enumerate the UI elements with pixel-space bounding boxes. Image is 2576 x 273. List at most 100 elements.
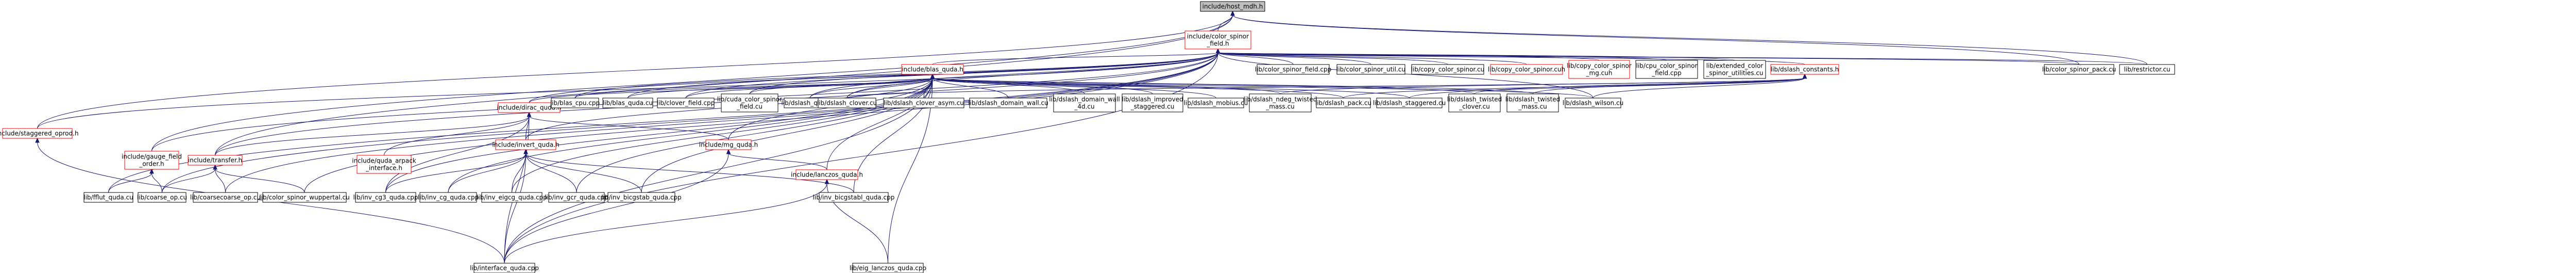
graph-node-transfer-h[interactable]: include/transfer.h — [188, 155, 243, 166]
nodes-layer: include/host_mdh.h include/color_spinor_f… — [0, 1, 2175, 273]
graph-node-label: include/mg_quda.h — [699, 141, 758, 149]
include-edge-interface_quda-to-dirac_quda — [504, 111, 532, 264]
graph-node-label: lib/inv_bicgstabl_quda.cpp — [813, 194, 895, 201]
include-edge-inv_bicgstab-to-blas_quda — [641, 73, 935, 193]
graph-node-label: lib/dslash_staggered.cu — [1373, 100, 1446, 107]
graph-node-label: lib/eig_lanczos_quda.cpp — [850, 265, 926, 272]
graph-node-label: lib/interface_quda.cpp — [470, 265, 539, 272]
include-edge-interface_quda-to-invert_quda — [504, 149, 528, 264]
graph-node-label: lib/blas_cpu.cpp — [550, 100, 600, 107]
graph-node-copy-cs-mg[interactable]: lib/copy_color_spinor_mg.cuh — [1567, 60, 1632, 79]
include-edge-inv_gcr-to-blas_quda — [576, 73, 935, 193]
graph-node-label: lib/dslash_clover.cu — [817, 100, 877, 107]
graph-node-cs-wuppertal[interactable]: lib/color_spinor_wuppertal.cu — [259, 192, 350, 203]
graph-node-inv-cg[interactable]: lib/inv_cg_quda.cpp — [418, 192, 479, 203]
graph-node-label: include/lanczos_quda.h — [791, 171, 863, 179]
edges-layer — [35, 10, 2147, 264]
graph-node-label: _4d.cu — [1074, 103, 1094, 110]
graph-node-label: lib/color_spinor_field.cpp — [1255, 66, 1332, 73]
graph-node-dslash-ndeg[interactable]: lib/dslash_ndeg_twisted_mass.cu — [1244, 93, 1317, 113]
graph-node-dslash-pack[interactable]: lib/dslash_pack.cu — [1315, 98, 1371, 108]
graph-node-label: include/staggered_oprod.h — [0, 130, 79, 137]
include-edge-staggered_oprod-to-color_spinor_field — [37, 48, 1221, 129]
graph-node-gauge-field-order[interactable]: include/gauge_field_order.h — [122, 151, 182, 170]
graph-node-label: lib/dslash_pack.cu — [1315, 100, 1371, 107]
graph-node-label: include/invert_quda.h — [492, 141, 559, 149]
graph-node-dslash-clover[interactable]: lib/dslash_clover.cu — [817, 98, 877, 108]
graph-node-label: lib/inv_bicgstab_quda.cpp — [601, 194, 681, 201]
graph-node-label: lib/dslash_improved — [1122, 96, 1183, 103]
graph-node-staggered-oprod[interactable]: include/staggered_oprod.h — [0, 128, 79, 139]
graph-node-restrictor[interactable]: lib/restrictor.cu — [2119, 64, 2175, 75]
graph-node-invert-quda[interactable]: include/invert_quda.h — [492, 139, 560, 150]
graph-node-dslash-mobius[interactable]: lib/dslash_mobius.cu — [1184, 98, 1248, 108]
graph-node-dslash-domain-wall-4d[interactable]: lib/dslash_domain_wall_4d.cu — [1049, 93, 1120, 113]
graph-node-label: lib/inv_eigcg_quda.cpp — [477, 194, 547, 201]
graph-node-dslash-domain-wall[interactable]: lib/dslash_domain_wall.cu — [968, 98, 1048, 108]
graph-node-label: _mass.cu — [1265, 103, 1295, 110]
graph-node-blkeig[interactable]: lib/eig_lanczos_quda.cpp — [850, 263, 926, 273]
graph-node-coarse-op[interactable]: lib/coarse_op.cu — [137, 192, 187, 203]
graph-node-host-mdh: include/host_mdh.h — [1200, 1, 1265, 12]
graph-node-label: lib/clover_field.cpp — [657, 100, 715, 107]
graph-node-extended-cs[interactable]: lib/extended_color_spinor_utilities.cu — [1703, 60, 1766, 79]
graph-node-coarsecoarse[interactable]: lib/coarsecoarse_op.cu — [190, 192, 261, 203]
graph-node-interface-quda[interactable]: lib/interface_quda.cpp — [470, 263, 539, 273]
graph-node-cpu-cs-field[interactable]: lib/cpu_color_spinor_field.cpp — [1635, 60, 1698, 79]
graph-node-cs-pack[interactable]: lib/color_spinor_pack.cu — [2042, 64, 2116, 75]
graph-node-blas-quda[interactable]: include/blas_quda.h — [901, 64, 964, 75]
graph-node-label: _interface.h — [365, 165, 402, 172]
include-edge-restrictor-to-host_mdh — [1230, 10, 2147, 65]
graph-node-dslash-constants[interactable]: lib/dslash_constants.h — [1770, 64, 1839, 75]
graph-node-label: _clover.cu — [1459, 103, 1490, 110]
graph-node-label: lib/dslash_twisted — [1447, 96, 1502, 103]
graph-node-label: lib/dslash_twisted — [1505, 96, 1561, 103]
graph-node-dslash-tw-clover[interactable]: lib/dslash_twisted_clover.cu — [1447, 93, 1502, 113]
graph-node-copy-cs-cuh[interactable]: lib/copy_color_spinor.cuh — [1488, 64, 1565, 75]
graph-node-cs-field-cpp[interactable]: lib/color_spinor_field.cpp — [1255, 64, 1332, 75]
graph-node-dslash-wilson[interactable]: lib/dslash_wilson.cu — [1563, 98, 1623, 108]
graph-node-dslash-improved[interactable]: lib/dslash_improved_staggered.cu — [1122, 93, 1183, 113]
graph-node-inv-eigcg[interactable]: lib/inv_eigcg_quda.cpp — [477, 192, 547, 203]
graph-node-inv-bicgstab[interactable]: lib/inv_bicgstab_quda.cpp — [601, 192, 682, 203]
graph-node-qudaalpaka[interactable]: include/quda_arpack_interface.h — [352, 155, 416, 174]
graph-node-label: lib/dslash_ndeg_twisted — [1244, 96, 1317, 103]
include-edge-fflut_quda-to-color_spinor_field — [108, 48, 1221, 193]
graph-node-inv-cg3[interactable]: lib/inv_cg3_quda.cpp — [353, 192, 418, 203]
graph-node-cuda-cs-field[interactable]: lib/cuda_color_spinor_field.cu — [717, 93, 782, 113]
graph-node-label: include/transfer.h — [188, 157, 242, 164]
graph-node-label: include/color_spinor — [1187, 33, 1249, 40]
graph-node-label: include/host_mdh.h — [1202, 3, 1263, 10]
graph-node-label: lib/copy_color_spinor — [1567, 62, 1632, 70]
graph-node-cs-util[interactable]: lib/color_spinor_util.cu — [1336, 64, 1405, 75]
graph-node-copy-cs-cu[interactable]: lib/copy_color_spinor.cu — [1411, 64, 1485, 75]
graph-node-label: lib/dslash_mobius.cu — [1184, 100, 1248, 107]
graph-node-inv-gcr[interactable]: lib/inv_gcr_quda.cpp — [545, 192, 608, 203]
include-edge-transfer_h-to-host_mdh — [215, 10, 1235, 156]
graph-node-blas-quda-cu[interactable]: lib/blas_quda.cu — [602, 98, 653, 108]
include-edge-blas_quda_cu-to-blas_quda — [628, 73, 935, 99]
include-edge-transfer_h-to-dirac_quda — [215, 111, 532, 156]
graph-node-label: lib/blas_quda.cu — [603, 100, 653, 107]
graph-node-label: _mg.cuh — [1586, 70, 1613, 77]
graph-node-label: lib/cuda_color_spinor — [717, 96, 782, 103]
graph-node-inv-bicgstabl[interactable]: lib/inv_bicgstabl_quda.cpp — [813, 192, 895, 203]
graph-node-fflut-quda[interactable]: lib/fflut_quda.cu — [83, 192, 133, 203]
graph-node-label: include/quda_arpack — [352, 157, 416, 165]
graph-node-label: _staggered.cu — [1130, 103, 1175, 110]
graph-node-dslash-tw-mass[interactable]: lib/dslash_twisted_mass.cu — [1505, 93, 1561, 113]
graph-node-dslash-clover-asym[interactable]: lib/dslash_clover_asym.cu — [883, 98, 964, 108]
graph-node-blas-cpu[interactable]: lib/blas_cpu.cpp — [550, 98, 600, 108]
graph-node-label: lib/inv_gcr_quda.cpp — [545, 194, 608, 201]
graph-node-color-spinor-field[interactable]: include/color_spinor_field.h — [1184, 30, 1251, 50]
include-edge-cs_wuppertal-to-transfer_h — [213, 164, 305, 193]
graph-node-label: _spinor_utilities.cu — [1705, 70, 1763, 77]
graph-node-clover-field[interactable]: lib/clover_field.cpp — [657, 98, 715, 108]
graph-node-label: lib/fflut_quda.cu — [83, 194, 133, 201]
include-edge-dslash_tw_mass-to-blas_quda — [930, 73, 1533, 94]
graph-node-lanczos-quda[interactable]: include/lanczos_quda.h — [791, 169, 863, 180]
graph-node-label: lib/inv_cg3_quda.cpp — [353, 194, 418, 201]
graph-node-dslash-staggered[interactable]: lib/dslash_staggered.cu — [1373, 98, 1446, 108]
graph-node-mg-quda[interactable]: include/mg_quda.h — [699, 139, 758, 150]
graph-node-label: lib/coarse_op.cu — [137, 194, 187, 201]
